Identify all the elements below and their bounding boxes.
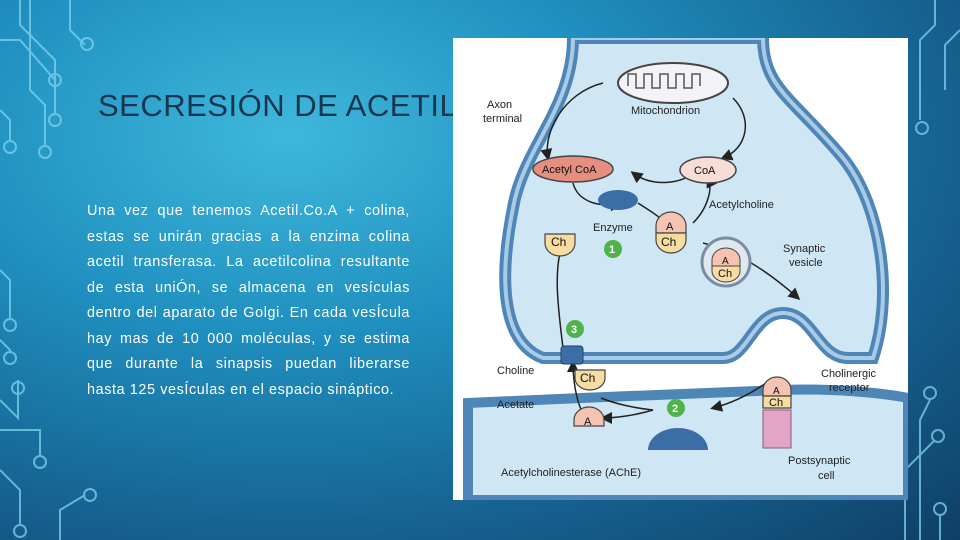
ache-label: Acetylcholinesterase (AChE) [501,467,641,479]
synaptic-vesicle-icon: A Ch [700,236,752,288]
coa-node [679,156,737,184]
axon-terminal-label-2: terminal [483,113,522,125]
slide-title: SECRESIÓN DE ACETILCOLINA [98,88,458,123]
cholinergic-receptor-label-1: Cholinergic [821,368,877,380]
step-2-badge [667,399,685,417]
mitochondrion-label: Mitochondrion [631,105,700,117]
choline-extracellular-token: Ch [574,369,606,391]
synapse-diagram: Mitochondrion Axon terminal Acetyl CoA C… [453,32,913,505]
acetylcholine-label: Acetylcholine [709,199,774,211]
acetyl-coa-label: Acetyl CoA [542,164,597,176]
svg-text:3: 3 [571,324,577,336]
acetyl-coa-node [532,155,614,183]
enzyme-icon [598,190,638,210]
svg-text:Ch: Ch [580,371,595,385]
axon-terminal-label-1: Axon [487,99,512,111]
ache-enzyme-icon [648,428,708,450]
svg-text:Ch: Ch [551,235,566,249]
step-1-badge [604,240,622,258]
svg-text:A: A [584,416,592,428]
acetate-label: Acetate [497,399,534,411]
acetylcholine-token: A Ch [655,211,687,254]
synaptic-vesicle-label-2: vesicle [789,257,823,269]
svg-text:2: 2 [672,403,678,415]
coa-label: CoA [694,165,716,177]
enzyme-label: Enzyme [593,222,633,234]
mitochondrion-icon [617,62,729,104]
choline-token: Ch [544,233,576,257]
svg-text:A: A [666,221,674,233]
choline-label: Choline [497,365,534,377]
cholinergic-receptor-icon [762,409,792,449]
cholinergic-receptor-label-2: receptor [829,382,870,394]
svg-text:Ch: Ch [718,268,732,280]
svg-text:Ch: Ch [661,235,676,249]
svg-text:Ch: Ch [769,397,783,409]
acetate-token: A [573,406,605,428]
svg-text:A: A [773,386,780,397]
step-3-badge [566,320,584,338]
svg-text:1: 1 [609,244,615,256]
slide-body-text: Una vez que tenemos Acetil.Co.A + colina… [87,203,410,398]
synaptic-vesicle-label-1: Synaptic [783,243,826,255]
receptor-bound-acetylcholine: A Ch [762,376,792,409]
choline-transporter-icon [560,345,584,365]
svg-text:A: A [722,256,729,267]
postsynaptic-label-1: Postsynaptic [788,455,851,467]
postsynaptic-label-2: cell [818,470,835,482]
